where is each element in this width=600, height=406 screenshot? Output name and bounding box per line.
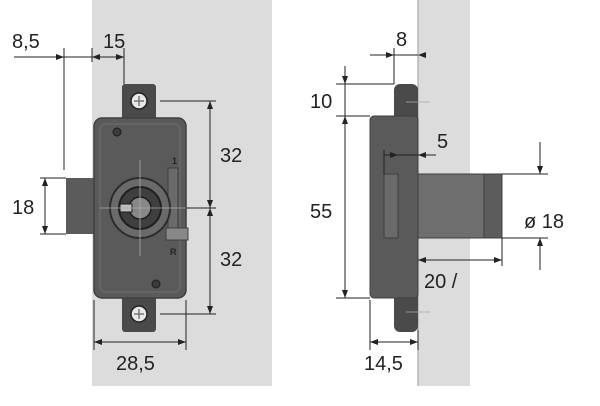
dim-label-5: 5 [437, 131, 448, 153]
bottom-screw-slot [134, 309, 144, 319]
front-dimension-labels: 8,5 15 18 32 32 28,5 [12, 31, 242, 375]
dim-label-28-5: 28,5 [116, 353, 155, 375]
dim-label-10: 10 [310, 91, 332, 113]
dim-label-32-lower: 32 [220, 249, 242, 271]
rivet-icon-top [112, 127, 122, 137]
side-bolt-recess [383, 173, 399, 239]
front-dimension-lines [14, 48, 216, 350]
marking-top: 1 [172, 156, 177, 166]
dim-label-18: 18 [12, 197, 34, 219]
side-bolt-tip [483, 173, 503, 239]
dim-label-14-5: 14,5 [364, 353, 403, 375]
dim-label-15: 15 [103, 31, 125, 53]
dim-label-32-upper: 32 [220, 145, 242, 167]
slide-button [165, 227, 189, 241]
rivet-icon-bottom [151, 279, 161, 289]
dim-label-55: 55 [310, 201, 332, 223]
side-view [369, 0, 503, 386]
latch-tab [66, 178, 96, 234]
front-view: 1 R [66, 0, 272, 386]
marking-bottom: R [170, 247, 177, 257]
dim-label-8: 8 [396, 29, 407, 51]
dim-label-8-5: 8,5 [12, 31, 40, 53]
top-screw-slot [134, 96, 144, 106]
side-dimension-lines [336, 48, 548, 350]
side-dimension-labels: 8 10 55 5 ø 18 20 / 14,5 [310, 29, 564, 375]
dim-label-diameter-18: ø 18 [524, 211, 564, 233]
dim-label-20: 20 / [424, 271, 458, 293]
